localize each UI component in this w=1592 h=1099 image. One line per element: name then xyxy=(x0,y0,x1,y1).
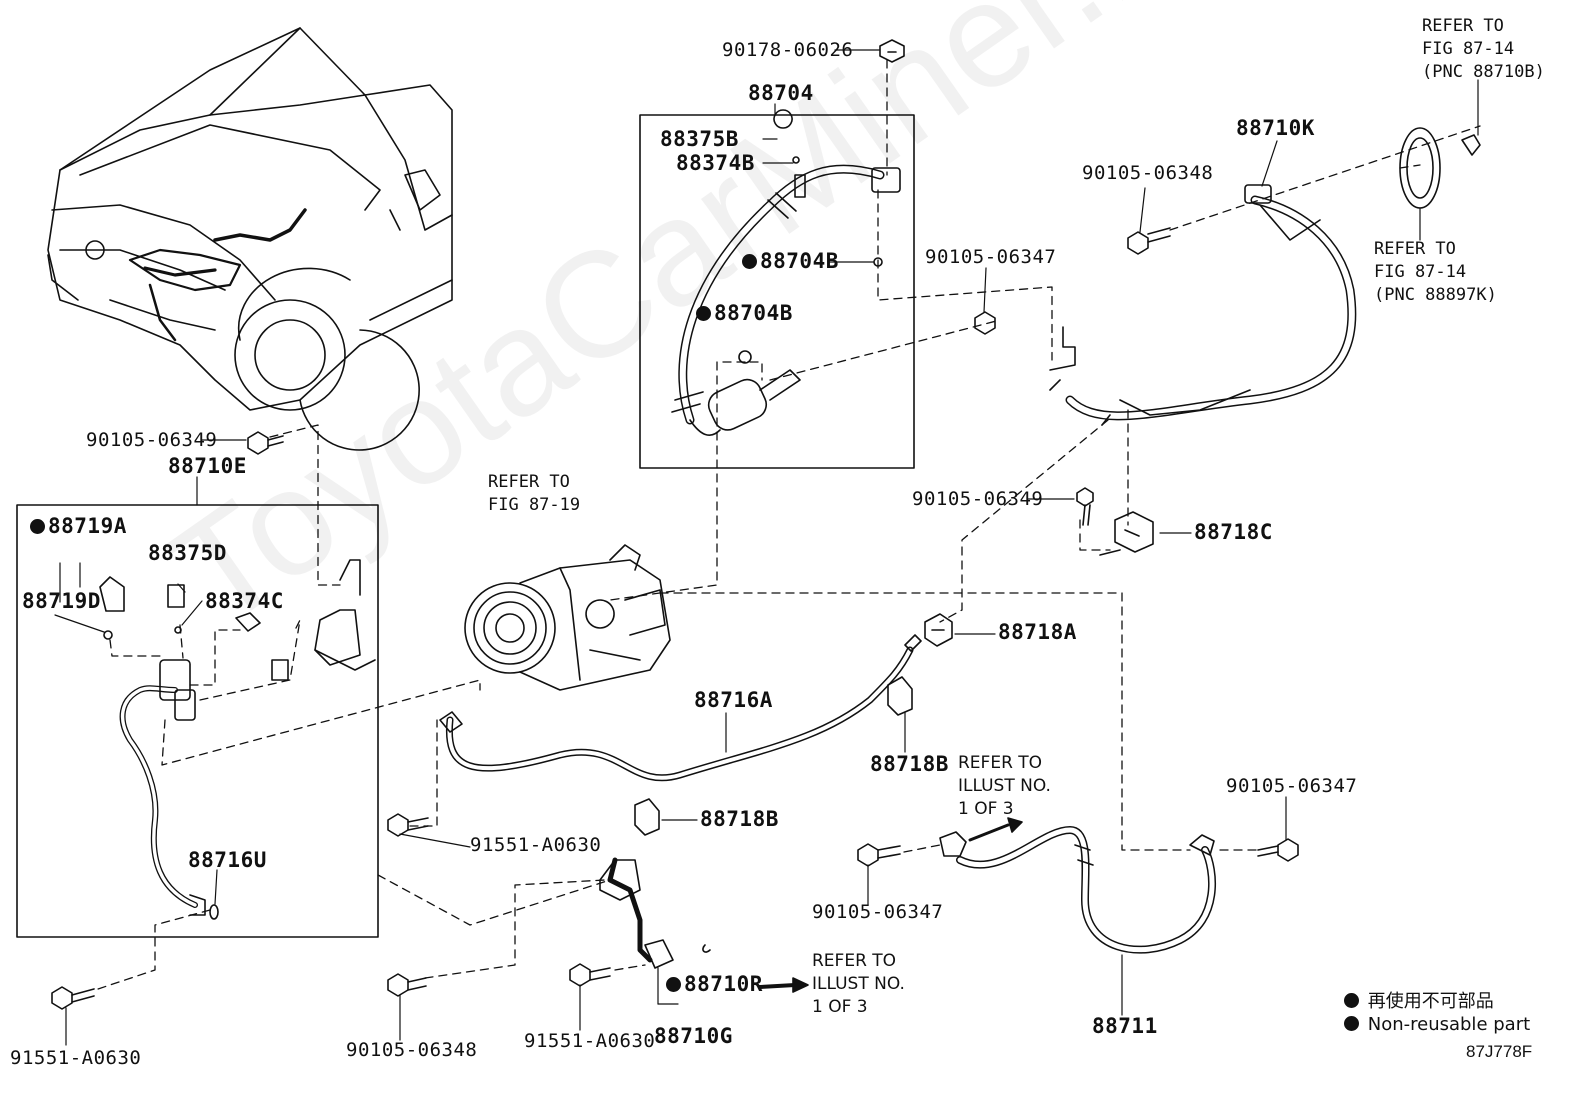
hose-88710G xyxy=(599,857,711,969)
box-88704 xyxy=(639,114,915,469)
hose-88716A xyxy=(439,634,922,782)
ref-line: ILLUST NO. xyxy=(958,776,1051,796)
ref-line: FIG 87-14 xyxy=(1374,262,1467,282)
bolt-91551-A0630-mid xyxy=(387,813,429,837)
ref-line: REFER TO xyxy=(812,951,897,971)
label-88719A-text: 88719A xyxy=(48,514,127,538)
label-88718A[interactable]: 88718A xyxy=(998,620,1077,644)
label-88710E[interactable]: 88710E xyxy=(168,454,247,478)
label-88711[interactable]: 88711 xyxy=(1092,1014,1158,1038)
label-88704B-2[interactable]: 88704B xyxy=(696,303,793,324)
bolt-90105-06349-mid xyxy=(1076,487,1094,526)
label-90178-06026[interactable]: 90178-06026 xyxy=(722,39,854,61)
ref-line: FIG 87-19 xyxy=(488,495,581,515)
figure-code: 87J778F xyxy=(1466,1042,1533,1061)
hose-88704 xyxy=(671,109,901,436)
compressor xyxy=(464,544,671,691)
label-88718B-1[interactable]: 88718B xyxy=(870,752,949,776)
clamp-88718A xyxy=(924,613,953,647)
label-88719D[interactable]: 88719D xyxy=(22,589,101,613)
label-88716U[interactable]: 88716U xyxy=(188,848,267,872)
label-88374B[interactable]: 88374B xyxy=(676,151,755,175)
ref-line: ILLUST NO. xyxy=(812,974,905,994)
label-90105-06349-left[interactable]: 90105-06349 xyxy=(86,429,218,451)
label-88710K[interactable]: 88710K xyxy=(1236,116,1315,140)
non-reusable-dot xyxy=(1344,1016,1359,1031)
label-90105-06348-bottom[interactable]: 90105-06348 xyxy=(346,1039,478,1061)
hose-88710K xyxy=(1049,184,1357,426)
label-88710G[interactable]: 88710G xyxy=(654,1024,733,1048)
ref-line: (PNC 88897K) xyxy=(1374,285,1497,305)
label-91551-A0630-left[interactable]: 91551-A0630 xyxy=(10,1047,142,1069)
box-88710E xyxy=(16,504,379,938)
ref-line: FIG 87-14 xyxy=(1422,39,1515,59)
bolt-90105-06347-right xyxy=(1257,838,1299,862)
ref-fig-87-14-pnc-88710B[interactable]: REFER TO FIG 87-14 (PNC 88710B) xyxy=(1422,15,1545,84)
dashed-lines xyxy=(94,59,1481,991)
label-91551-A0630-bottom[interactable]: 91551-A0630 xyxy=(524,1030,656,1052)
clamp-88718B-1 xyxy=(887,676,913,716)
bolt-90105-06347-bottom xyxy=(857,843,901,867)
bolt-90105-06348-top xyxy=(1127,227,1171,255)
arrow-illust-bottom xyxy=(758,977,809,993)
clamp-88718B-2 xyxy=(634,798,660,836)
label-88375D[interactable]: 88375D xyxy=(148,541,227,565)
label-90105-06347-right[interactable]: 90105-06347 xyxy=(1226,775,1358,797)
ref-line: REFER TO xyxy=(958,753,1043,773)
label-88704B-2-text: 88704B xyxy=(714,301,793,325)
label-88718B-2[interactable]: 88718B xyxy=(700,807,779,831)
ref-line: REFER TO xyxy=(1374,239,1456,259)
nut-90178-06026 xyxy=(879,39,905,63)
label-88374C[interactable]: 88374C xyxy=(205,589,284,613)
vehicle-illustration xyxy=(47,27,453,451)
bolt-91551-A0630-left xyxy=(51,986,95,1010)
non-reusable-dot xyxy=(666,977,681,992)
non-reusable-dot xyxy=(1344,993,1359,1008)
legend-row-jp: 再使用不可部品 xyxy=(1344,990,1530,1013)
legend: 再使用不可部品 Non-reusable part xyxy=(1344,990,1530,1036)
bolt-90105-06349-left xyxy=(247,431,284,455)
legend-jp-text: 再使用不可部品 xyxy=(1367,991,1494,1012)
ref-illust-no-1-of-3-bottom[interactable]: REFER TO ILLUST NO. 1 OF 3 xyxy=(812,950,905,1019)
arrow-illust-right xyxy=(968,817,1023,842)
hose-88711 xyxy=(939,826,1217,954)
ref-fig-87-19[interactable]: REFER TO FIG 87-19 xyxy=(488,471,580,517)
bolt-90105-06348-bottom xyxy=(387,973,427,997)
bolt-90105-06347-top xyxy=(974,311,996,335)
label-90105-06347-bottom[interactable]: 90105-06347 xyxy=(812,901,944,923)
label-88710R-text: 88710R xyxy=(684,972,763,996)
label-90105-06348-top[interactable]: 90105-06348 xyxy=(1082,162,1214,184)
label-88704B-1-text: 88704B xyxy=(760,249,839,273)
label-90105-06349-mid[interactable]: 90105-06349 xyxy=(912,488,1044,510)
clamp-88718C xyxy=(1099,511,1154,556)
legend-row-en: Non-reusable part xyxy=(1344,1013,1530,1036)
box-88710E-small-parts xyxy=(99,559,376,681)
bolt-91551-A0630-bottom xyxy=(569,963,611,987)
ref-line: 1 OF 3 xyxy=(958,799,1014,819)
label-88716A[interactable]: 88716A xyxy=(694,688,773,712)
label-88704B-1[interactable]: 88704B xyxy=(742,251,839,272)
label-88375B[interactable]: 88375B xyxy=(660,127,739,151)
ref-line: REFER TO xyxy=(488,472,570,492)
label-88718C[interactable]: 88718C xyxy=(1194,520,1273,544)
label-91551-A0630-mid[interactable]: 91551-A0630 xyxy=(470,834,602,856)
label-90105-06347-top[interactable]: 90105-06347 xyxy=(925,246,1057,268)
label-88704[interactable]: 88704 xyxy=(748,81,814,105)
hose-88716U xyxy=(119,659,219,920)
label-88710R[interactable]: 88710R xyxy=(666,974,763,995)
ref-line: (PNC 88710B) xyxy=(1422,62,1545,82)
non-reusable-dot xyxy=(30,519,45,534)
ref-line: 1 OF 3 xyxy=(812,997,868,1017)
ref-illust-no-1-of-3-right[interactable]: REFER TO ILLUST NO. 1 OF 3 xyxy=(958,752,1051,821)
ref-line: REFER TO xyxy=(1422,16,1504,36)
legend-en-text: Non-reusable part xyxy=(1367,1014,1531,1035)
ref-fig-87-14-pnc-88897K[interactable]: REFER TO FIG 87-14 (PNC 88897K) xyxy=(1374,238,1497,307)
non-reusable-dot xyxy=(742,254,757,269)
label-88719A[interactable]: 88719A xyxy=(30,516,127,537)
leader-lines xyxy=(54,49,1479,1046)
non-reusable-dot xyxy=(696,306,711,321)
